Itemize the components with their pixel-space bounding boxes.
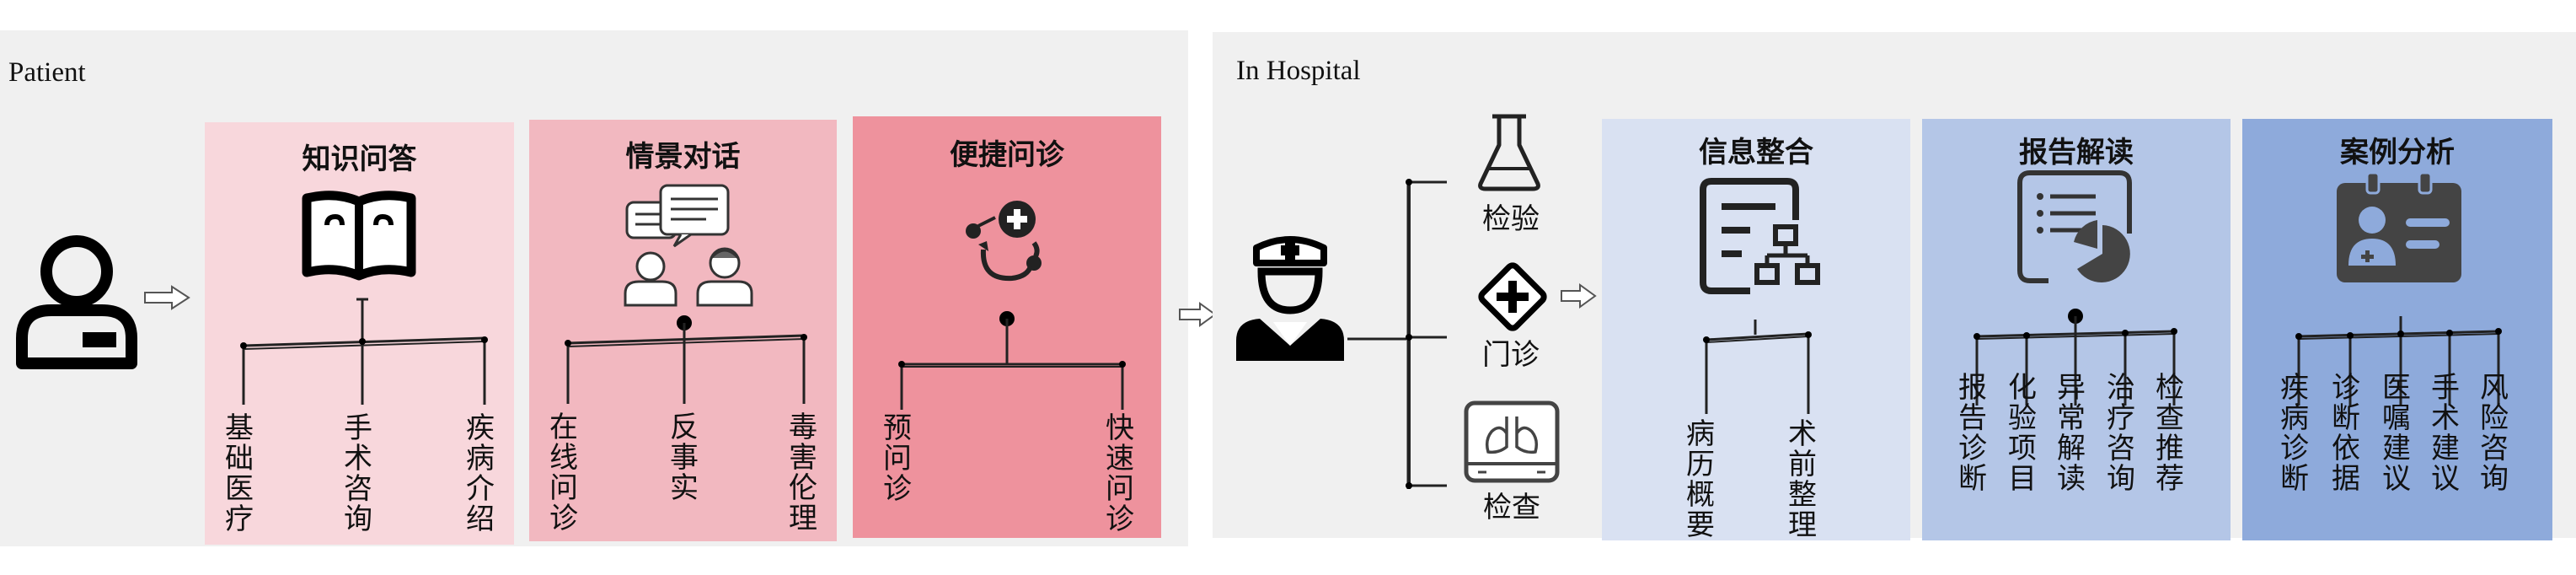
medical-card-icon: [2337, 171, 2461, 282]
arrow-right-icon: [1179, 302, 1217, 327]
tree-item-label: 在线问诊: [549, 411, 578, 535]
patient-panel-title: Patient: [8, 57, 86, 88]
report-reading-box: 报告解读 报告诊断 化验项目 异常解读: [1922, 119, 2231, 540]
tree-item-label: 反事实: [670, 411, 699, 505]
medical-cross-cycle-icon: [966, 201, 1042, 282]
patient-panel: Patient 知识问答 基础医疗 手术咨询: [0, 30, 1188, 546]
tree-item-label: 诊断依据: [2332, 371, 2360, 496]
quick-consult-title: 便捷问诊: [950, 138, 1064, 172]
info-integration-tree: [1703, 320, 1812, 414]
tree-item-label: 检查推荐: [2156, 371, 2184, 496]
quick-consult-tree: [898, 311, 1126, 410]
tree-item-label: 手术咨询: [344, 411, 372, 536]
knowledge-qa-box: 知识问答 基础医疗 手术咨询 疾病介绍: [205, 122, 514, 545]
hospital-panel: In Hospital 检验 门诊: [1213, 32, 2576, 540]
tree-item-label: 术前整理: [1788, 417, 1817, 542]
tree-item-label: 医嘱建议: [2382, 371, 2411, 496]
info-integration-title: 信息整合: [1699, 136, 1813, 169]
document-structure-icon: [1700, 178, 1820, 294]
arrow-right-icon: [144, 285, 190, 310]
quick-consult-box: 便捷问诊 预问诊 快速问诊: [853, 116, 1161, 538]
tree-item-label: 治疗咨询: [2107, 371, 2135, 496]
knowledge-qa-title: 知识问答: [302, 142, 417, 176]
info-integration-box: 信息整合 病历概要 术前整理: [1602, 119, 1910, 540]
case-analysis-title: 案例分析: [2340, 136, 2455, 169]
tree-item-label: 预问诊: [883, 411, 912, 506]
branch-label-outpatient: 门诊: [1482, 338, 1540, 372]
report-reading-title: 报告解读: [2019, 136, 2134, 169]
book-icon: [302, 191, 416, 281]
report-pie-icon: [2017, 170, 2132, 283]
dialogue-people-icon: [624, 184, 753, 307]
doctor-icon: [1236, 236, 1344, 361]
diamond-cross-icon: [1478, 262, 1547, 331]
case-analysis-box: 案例分析 疾病诊断 诊断依据 医嘱建议: [2242, 119, 2552, 540]
tree-item-label: 异常解读: [2057, 371, 2086, 496]
case-analysis-tree: [2295, 316, 2502, 406]
hospital-branch-connector: [1347, 179, 1447, 489]
scenario-dialogue-box: 情景对话 在线问诊 反事实 毒害伦理: [529, 120, 837, 541]
branch-label-lab-test: 检验: [1482, 202, 1540, 236]
tree-item-label: 疾病介绍: [466, 411, 495, 536]
branch-label-examination: 检查: [1483, 491, 1540, 524]
tree-item-label: 毒害伦理: [789, 411, 817, 535]
tree-item-label: 基础医疗: [225, 411, 254, 536]
tree-item-label: 病历概要: [1686, 417, 1715, 542]
report-reading-tree: [1974, 309, 2177, 406]
tree-item-label: 快速问诊: [1106, 411, 1134, 536]
hospital-panel-title: In Hospital: [1236, 56, 1361, 86]
knowledge-qa-tree: [240, 298, 488, 405]
tree-item-label: 疾病诊断: [2280, 371, 2309, 496]
tree-item-label: 手术建议: [2431, 371, 2460, 496]
tree-item-label: 报告诊断: [1958, 371, 1987, 496]
arrow-right-icon: [1561, 283, 1597, 309]
lung-scan-icon: [1464, 400, 1560, 483]
tree-item-label: 风险咨询: [2480, 371, 2509, 496]
flask-icon: [1478, 114, 1540, 191]
patient-icon: [16, 235, 137, 369]
scenario-dialogue-title: 情景对话: [625, 140, 741, 174]
tree-item-label: 化验项目: [2008, 371, 2037, 496]
scenario-dialogue-tree: [565, 315, 807, 404]
